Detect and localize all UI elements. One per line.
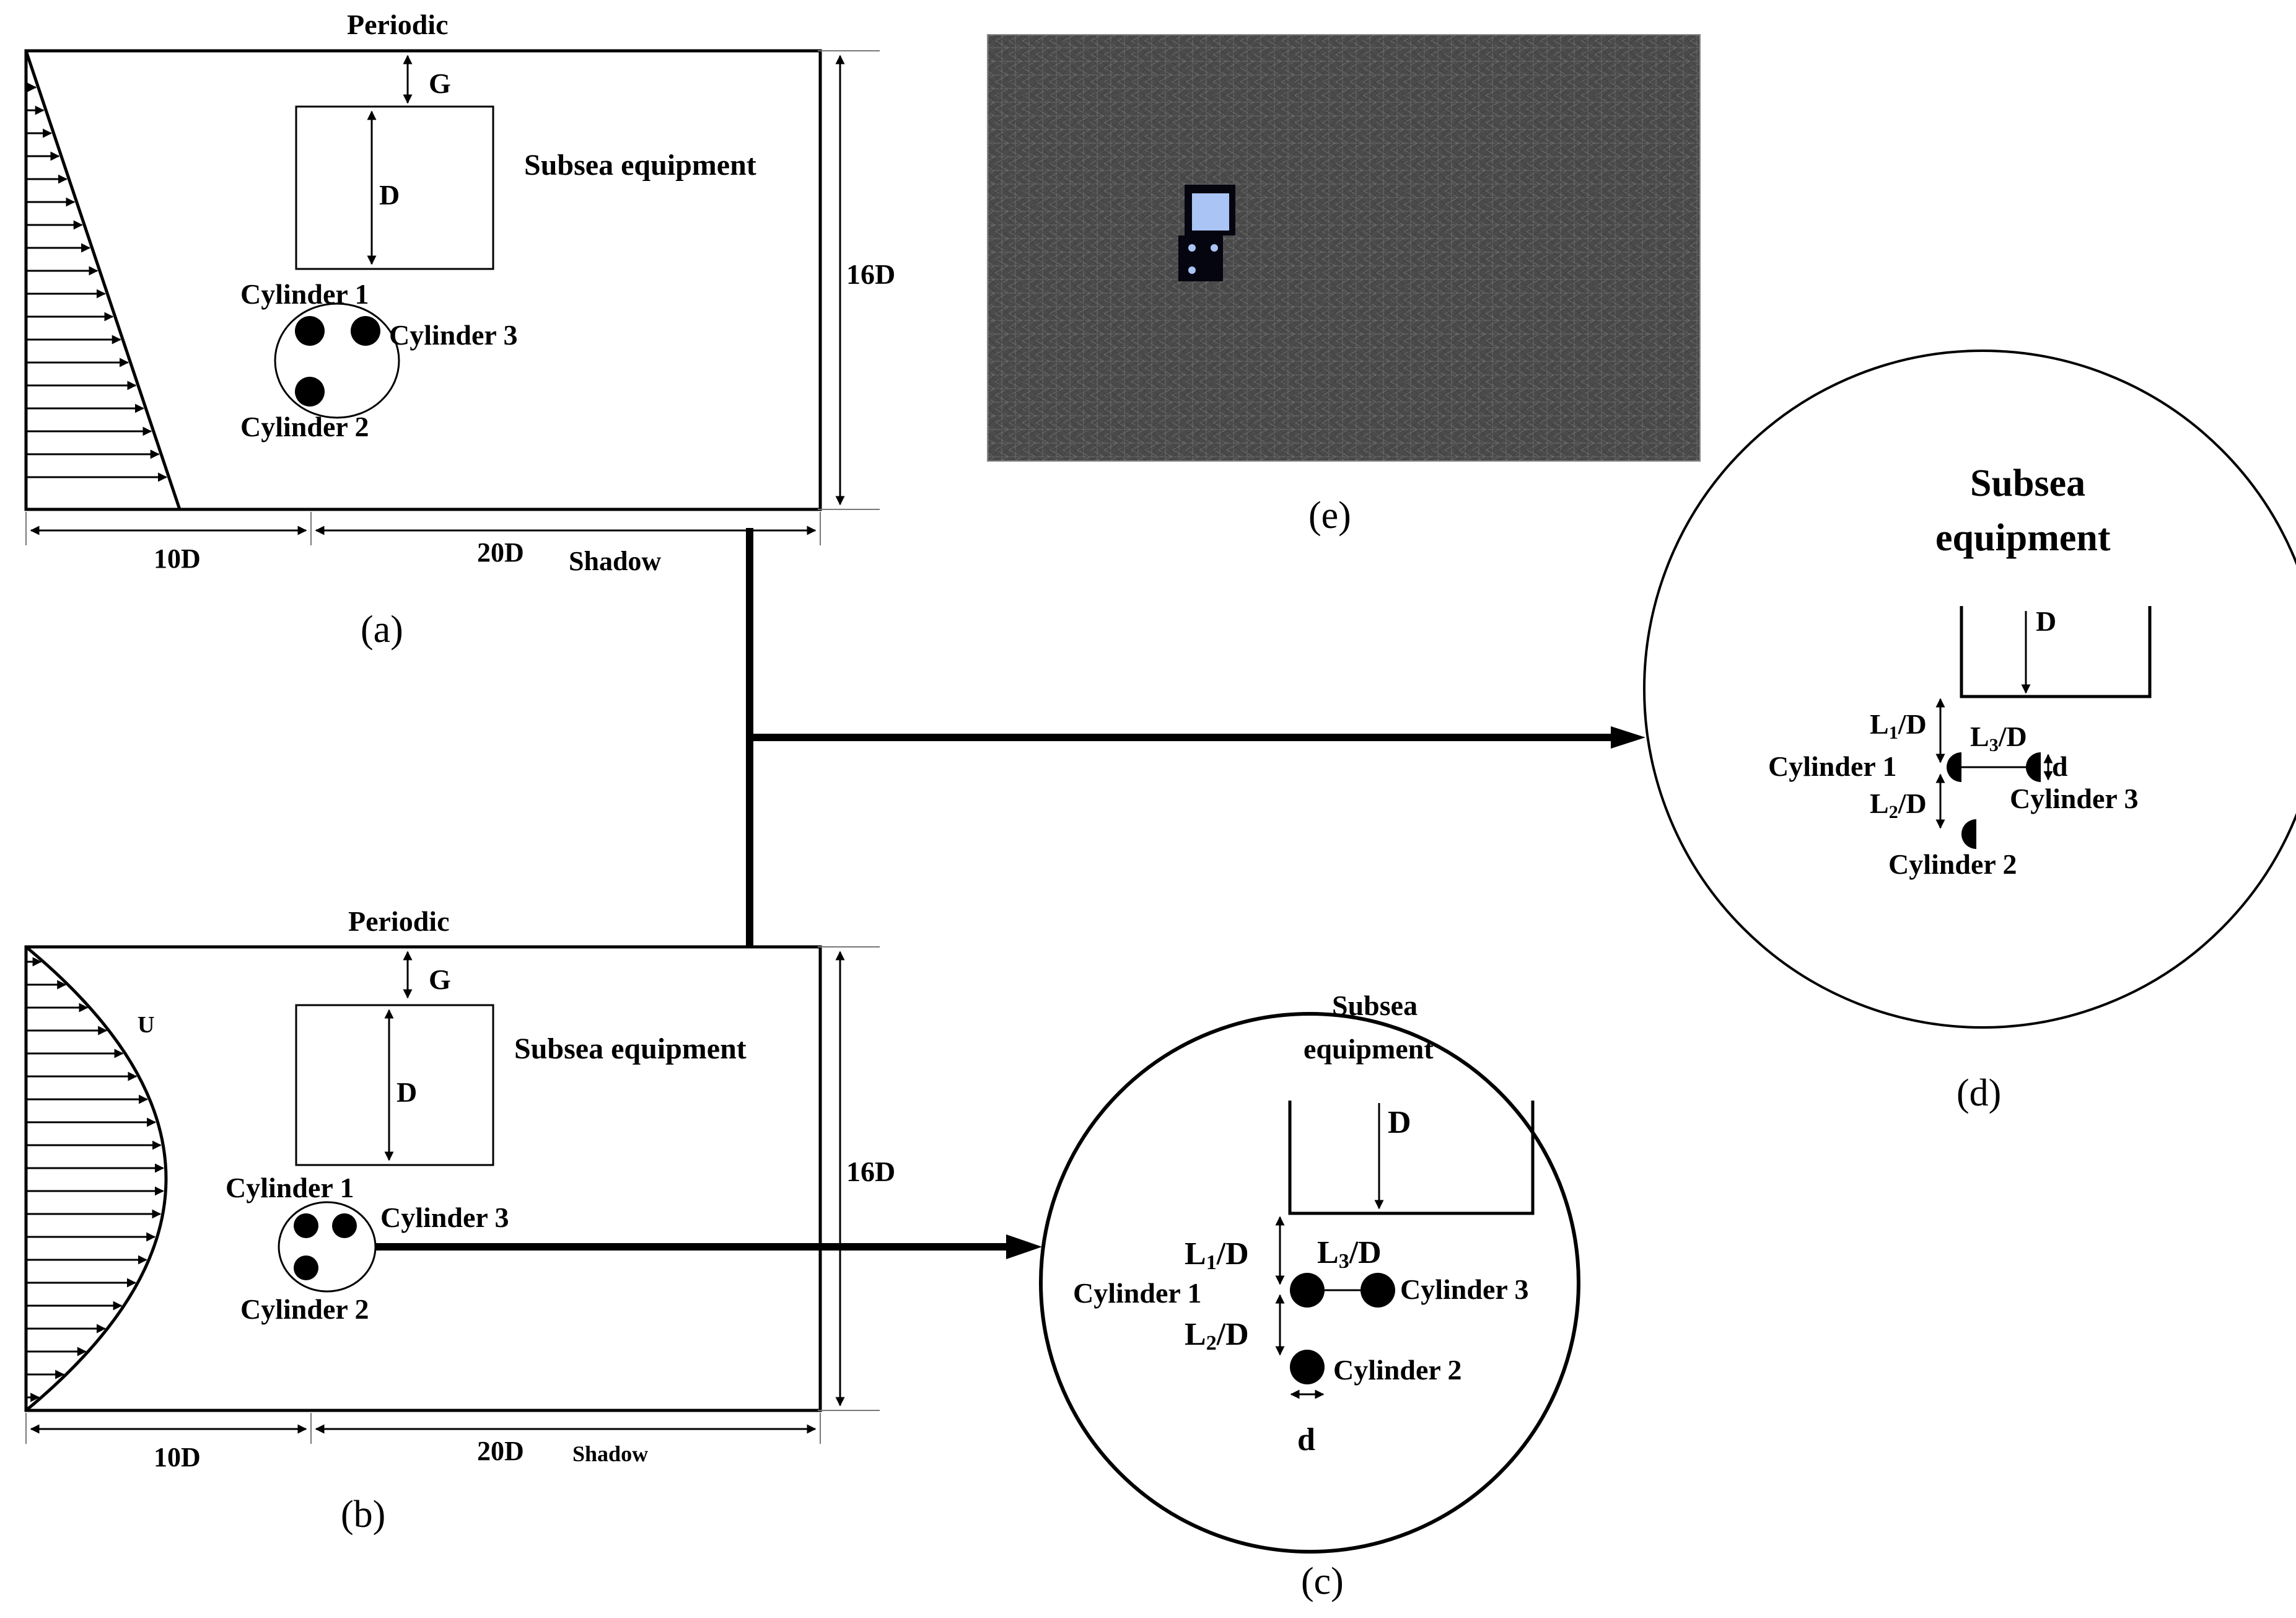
cylinder-1 (295, 316, 325, 346)
velocity-label: U (138, 1012, 154, 1038)
cylinder-3 (351, 316, 380, 346)
inlet-velocity-arrows (26, 957, 165, 1402)
equipment-label: Subsea equipment (514, 1032, 747, 1065)
panel-b: Periodic G U D Subsea equipment Cylinder… (24, 905, 895, 1536)
upstream-length-label: 10D (154, 1442, 201, 1472)
periodic-label: Periodic (348, 905, 450, 937)
connector-to-d-arrowhead (1611, 726, 1645, 749)
equipment-outline (1960, 606, 2152, 698)
panel-c: Subsea equipment D L1/D L2/D L3/D Cylind… (1039, 990, 1580, 1603)
cylinder-1 (1290, 1273, 1325, 1308)
cylinder-3 (2026, 752, 2041, 782)
equipment-label: Subsea equipment (524, 149, 756, 182)
gap-label: G (429, 964, 451, 995)
cylinder-1-label: Cylinder 1 (1073, 1277, 1201, 1309)
cylinder-group-circle (278, 1201, 377, 1293)
subsea-equipment-box (295, 105, 494, 270)
equipment-body (1192, 193, 1229, 231)
height-label: 16D (846, 258, 895, 290)
mesh-overlay (988, 35, 1700, 461)
inlet-velocity-profile (24, 50, 182, 510)
mesh-cylinder-3 (1211, 244, 1218, 252)
inlet-velocity-profile (25, 946, 168, 1412)
l3-label: L3/D (1317, 1235, 1382, 1273)
panel-e: (e) (987, 34, 1701, 537)
diameter-label: d (1297, 1422, 1315, 1458)
cylinder-2 (1961, 819, 1976, 849)
box-dimension-label: D (379, 179, 400, 211)
shadow-label: Shadow (569, 546, 661, 576)
cylinder-2 (295, 377, 325, 407)
domain-boundary (24, 49, 822, 511)
box-dimension-label: D (2036, 605, 2056, 637)
caption-a: (a) (361, 609, 403, 651)
l3-label: L3/D (1970, 721, 2027, 755)
cylinder-2 (294, 1255, 318, 1280)
cylinder-3 (332, 1213, 357, 1238)
title-line-1: Subsea (1332, 990, 1417, 1021)
gap-label: G (429, 68, 451, 99)
cylinder-group-circle (274, 302, 400, 419)
cylinder-1-label: Cylinder 1 (1768, 750, 1896, 782)
caption-b: (b) (341, 1493, 385, 1536)
upstream-length-label: 10D (154, 543, 201, 574)
mesh-cylinder-1 (1188, 244, 1196, 252)
l1-label: L1/D (1185, 1236, 1249, 1274)
downstream-length-label: 20D (477, 1436, 524, 1466)
subsea-equipment-box (295, 1004, 494, 1166)
caption-e: (e) (1308, 495, 1351, 537)
l2-label: L2/D (1870, 788, 1927, 822)
caption-d: (d) (1956, 1072, 2001, 1114)
panel-d: Subsea equipment D L1/D L2/D L3/D Cylind… (1643, 350, 2296, 1114)
cylinder-3-label: Cylinder 3 (2010, 783, 2138, 814)
equipment-outline (1288, 1101, 1535, 1215)
title-line-1: Subsea (1970, 462, 2085, 504)
box-dimension-label: D (397, 1076, 417, 1108)
mesh-cylinder-2 (1188, 266, 1196, 274)
panel-a: Periodic G D Subsea equipment Cylinder 1… (24, 9, 895, 651)
cylinder-1 (1947, 752, 1961, 782)
l1-label: L1/D (1870, 708, 1927, 743)
cylinder-1 (294, 1213, 318, 1238)
mesh-border (987, 34, 1701, 462)
title-line-2: equipment (1935, 517, 2111, 559)
cylinder-1-label: Cylinder 1 (226, 1172, 354, 1203)
cylinder-2-label: Cylinder 2 (1333, 1354, 1461, 1386)
height-label: 16D (846, 1156, 895, 1187)
box-dimension-label: D (1388, 1105, 1411, 1140)
title-line-2: equipment (1304, 1033, 1434, 1065)
inlet-velocity-arrows (26, 82, 168, 482)
cylinder-2-label: Cylinder 2 (1888, 848, 2017, 880)
cylinder-3 (1361, 1273, 1395, 1308)
periodic-label: Periodic (347, 9, 449, 40)
detail-circle (1039, 1012, 1580, 1554)
l2-label: L2/D (1185, 1317, 1249, 1355)
detail-circle (1643, 350, 2296, 1029)
cylinder-2-label: Cylinder 2 (240, 411, 369, 442)
cylinder-3-label: Cylinder 3 (1400, 1273, 1528, 1305)
connector-to-c-arrowhead (1006, 1234, 1042, 1259)
cylinder-3-label: Cylinder 3 (389, 319, 517, 351)
domain-boundary (24, 945, 822, 1412)
caption-c: (c) (1301, 1560, 1344, 1603)
cylinder-2-label: Cylinder 2 (240, 1293, 369, 1325)
cylinder-3-label: Cylinder 3 (380, 1202, 509, 1233)
downstream-length-label: 20D (477, 537, 524, 568)
refined-mesh-region-lower (1178, 235, 1223, 281)
shadow-label: Shadow (572, 1441, 648, 1466)
cylinder-2 (1290, 1350, 1325, 1384)
diameter-label: d (2052, 750, 2068, 782)
connector-lines (375, 528, 1645, 1259)
